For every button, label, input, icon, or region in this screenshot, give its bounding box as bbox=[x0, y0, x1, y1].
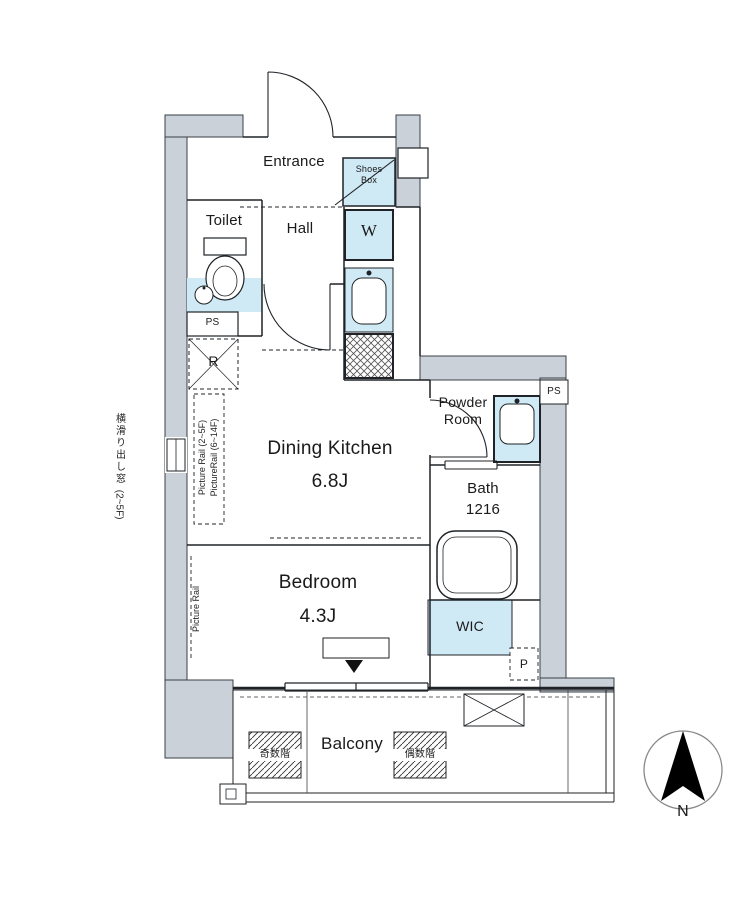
bathtub-inner bbox=[442, 536, 512, 594]
compass-needle-icon bbox=[661, 731, 705, 801]
hall-label: Hall bbox=[286, 220, 314, 237]
toilet-tank-icon bbox=[203, 237, 247, 256]
vanity-faucet-icon bbox=[514, 398, 520, 404]
dashed-lines bbox=[190, 206, 600, 698]
ac-unit-mark bbox=[463, 693, 525, 727]
north-label: N bbox=[677, 803, 689, 820]
doors bbox=[263, 71, 498, 470]
windows bbox=[165, 437, 429, 692]
toilet-bowl-inner bbox=[212, 265, 238, 297]
meter-box bbox=[397, 147, 429, 179]
powder-door-arc bbox=[429, 399, 488, 458]
left-window-annotation-floors: (2~5F) bbox=[113, 489, 125, 520]
ps-right-label: PS bbox=[547, 386, 561, 397]
hatch-even-label: 偶数階 bbox=[392, 749, 448, 761]
hall-door-arc bbox=[263, 283, 331, 351]
picture-rail-label-2: PictureRail (6~14F) bbox=[209, 418, 219, 497]
ps-left-box bbox=[186, 311, 239, 337]
entrance-label: Entrance bbox=[263, 153, 325, 170]
shoes-box-label-line1: Shoes bbox=[355, 164, 383, 174]
fridge-label: R bbox=[208, 353, 219, 369]
bedroom-size: 4.3J bbox=[299, 606, 337, 627]
kitchen-faucet-icon bbox=[366, 270, 372, 276]
powder-room-label-line1: Powder bbox=[438, 394, 488, 410]
vanity-sink-icon bbox=[499, 403, 535, 445]
kitchen-sink-icon bbox=[351, 277, 387, 325]
shoes-box-label-line2: Box bbox=[360, 174, 378, 185]
direction-triangle bbox=[345, 660, 363, 673]
pipe-box bbox=[509, 647, 539, 681]
bedroom-label: Bedroom bbox=[278, 572, 358, 593]
powder-room-label: Powder Room bbox=[424, 394, 502, 427]
north-compass bbox=[643, 730, 723, 810]
ps-left-label: PS bbox=[205, 317, 220, 328]
counter-box bbox=[322, 637, 390, 659]
balcony-drain-box bbox=[219, 783, 247, 805]
left-window-annotation: 横滑り出し窓 (2~5F) bbox=[112, 413, 125, 520]
hatch-odd-label: 奇数階 bbox=[247, 749, 303, 761]
balcony-window bbox=[284, 682, 429, 692]
picture-rail-bracket bbox=[193, 393, 225, 525]
bath-door bbox=[444, 460, 498, 470]
picture-rail-label-1: Picture Rail (2~5F) bbox=[197, 419, 207, 496]
powder-room-label-line2: Room bbox=[443, 410, 483, 427]
ps-right-box bbox=[539, 379, 569, 405]
pipe-label: P bbox=[519, 657, 529, 671]
stove-icon bbox=[344, 333, 394, 379]
picture-rail-label-bedroom: Picture Rail bbox=[191, 586, 201, 633]
fixtures bbox=[186, 147, 569, 673]
wic-label: WIC bbox=[456, 618, 484, 634]
wall-bottom-left-block bbox=[164, 679, 234, 759]
toilet-bowl-icon bbox=[205, 255, 245, 301]
dining-kitchen-size: 6.8J bbox=[311, 471, 349, 492]
left-window-annotation-text: 横滑り出し窓 bbox=[113, 413, 125, 485]
bath-label: Bath bbox=[467, 480, 499, 497]
washer-label: W bbox=[360, 221, 378, 240]
interior-walls bbox=[187, 136, 614, 690]
entrance-diagonal-line bbox=[334, 159, 395, 206]
wall-left bbox=[164, 114, 188, 759]
balcony-label: Balcony bbox=[321, 734, 383, 753]
bathtub-icon bbox=[436, 530, 518, 600]
hand-basin-faucet bbox=[202, 286, 206, 290]
balcony-structure bbox=[219, 689, 615, 805]
bath-size: 1216 bbox=[465, 501, 501, 518]
wall-top-left bbox=[164, 114, 244, 138]
wall-right bbox=[539, 377, 567, 681]
washer-space bbox=[344, 209, 394, 261]
entrance-door-arc bbox=[267, 71, 334, 138]
toilet-label: Toilet bbox=[205, 212, 243, 229]
dining-kitchen-label: Dining Kitchen bbox=[267, 438, 393, 459]
shoes-box-label: Shoes Box bbox=[343, 164, 395, 185]
fridge-space bbox=[188, 338, 239, 390]
walls bbox=[164, 114, 615, 759]
wall-powder-top bbox=[419, 355, 567, 381]
hand-basin-icon bbox=[194, 285, 214, 305]
